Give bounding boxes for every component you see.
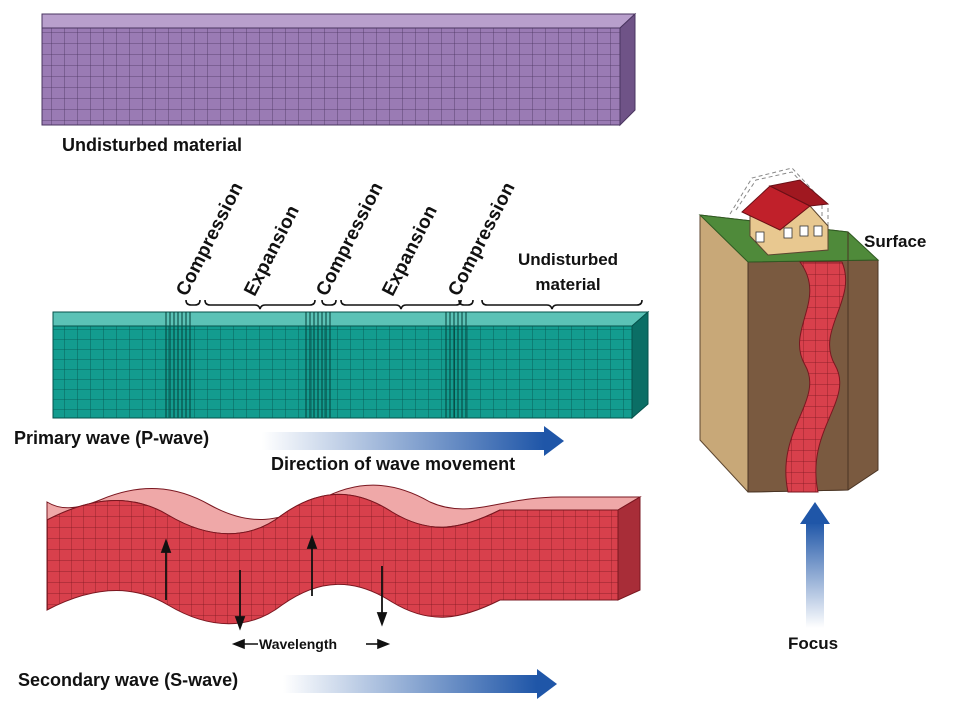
direction-arrow [262, 426, 564, 456]
undisturbed-material-label: Undisturbed material [62, 135, 243, 155]
earth-cross-section [698, 214, 880, 493]
surface-label: Surface [864, 232, 927, 251]
primary-wave-label: Primary wave (P-wave) [14, 428, 210, 448]
undisturbed-block [41, 12, 637, 127]
focus-label: Focus [788, 634, 839, 653]
zone-braces [185, 299, 643, 310]
p-wave-block [52, 310, 650, 420]
secondary-wave-label: Secondary wave (S-wave) [18, 670, 239, 690]
focus-arrow [800, 502, 830, 628]
undisturbed-right-label-line2: material [535, 275, 601, 294]
house-icon [729, 167, 830, 256]
direction-label: Direction of wave movement [271, 454, 516, 474]
wavelength-label: Wavelength [259, 636, 338, 652]
s-wave-block [46, 484, 642, 650]
s-wave-direction-arrow [283, 669, 557, 699]
undisturbed-right-label-line1: Undisturbed [517, 250, 619, 269]
